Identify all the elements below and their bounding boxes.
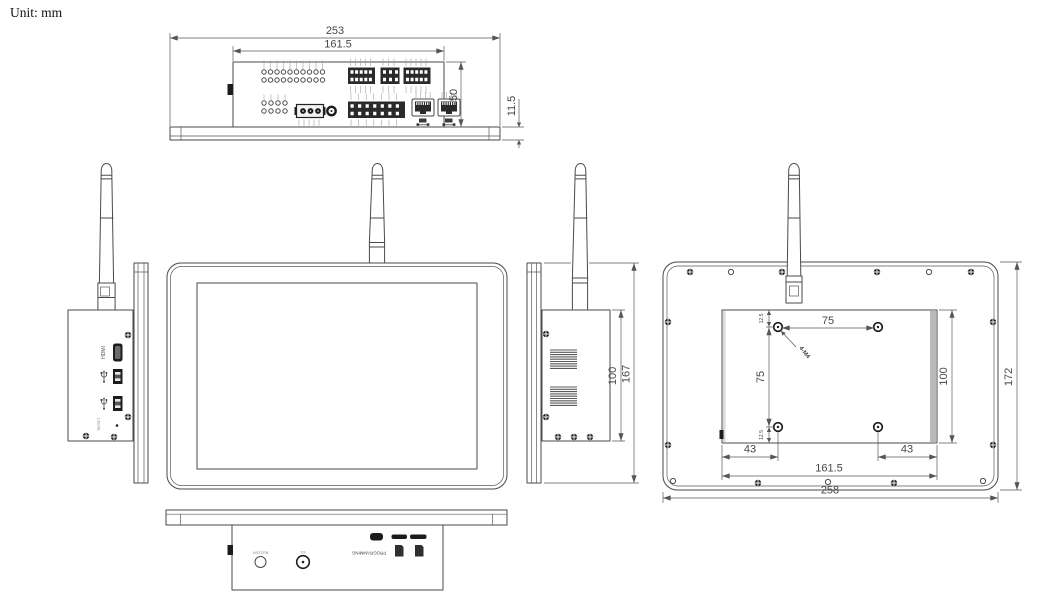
usb-icon: [100, 369, 108, 384]
right-view-dimensions: 100 167: [607, 263, 637, 483]
dim-hole-right-offset: 43: [901, 444, 913, 456]
dim-cutout-height: 100: [938, 367, 950, 385]
dim-cutout-width: 161.5: [815, 463, 843, 475]
right-side-view: 100 167: [526, 163, 639, 484]
reset-hole: [115, 424, 119, 427]
dc-jack: [326, 105, 337, 117]
screw-icon: [542, 330, 550, 338]
dim-body-depth: 50: [448, 89, 460, 101]
front-bezel-inner: [170, 266, 504, 486]
micro-usb-port: [370, 533, 383, 541]
dim-hole-top-offset: 12.5: [759, 313, 765, 323]
vesa-holes: [772, 321, 884, 433]
dim-hole-left-offset: 43: [744, 444, 756, 456]
antenna-rear: [785, 163, 803, 304]
reset-label: RESET: [97, 417, 101, 430]
enclosure-shading-left: [723, 311, 726, 442]
rj45-port-2: [436, 97, 462, 128]
screw-icon: [570, 433, 578, 441]
sma-antenna-connector: [295, 554, 311, 570]
dim-vesa-horizontal: 75: [822, 315, 834, 327]
screw-icon: [82, 432, 90, 440]
bottom-flange: [165, 509, 508, 526]
dim-flange-depth: 11.5: [506, 96, 518, 117]
right-flange-edge: [526, 262, 542, 484]
side-tab: [227, 84, 233, 95]
dim-hole-bottom-offset: 12.5: [759, 430, 765, 440]
rear-enclosure: [721, 309, 938, 444]
dim-overall-height: 167: [621, 365, 633, 383]
power-terminal-block: [294, 103, 326, 119]
display-screen: [196, 282, 478, 470]
rear-panel-inner: [666, 265, 995, 487]
usb-port-1: [113, 369, 123, 384]
dim-rear-overall-height: 172: [1003, 368, 1015, 386]
rear-panel: [662, 261, 999, 491]
rj45-port-1: [410, 97, 436, 128]
antenna-right: [571, 163, 589, 311]
hdmi-port: [113, 343, 123, 362]
screw-icon: [554, 433, 562, 441]
top-view: 253 161.5 50 11.5: [169, 25, 524, 148]
terminal-blocks: [348, 67, 431, 118]
buzzer-label: BUZZER: [253, 551, 268, 555]
top-view-dimensions: 253 161.5 50 11.5: [169, 25, 524, 148]
rear-view: 4-M4 75 12.5 75 12.5 100 43 43 161.5 258: [662, 163, 1022, 503]
left-side-view: HDMI RESET: [67, 163, 149, 484]
screw-icon: [124, 331, 132, 339]
usb-icon: [100, 396, 108, 411]
antenna-left: [97, 163, 116, 311]
front-view: [166, 163, 508, 490]
enclosure-tab: [719, 430, 724, 439]
dim-body-height: 100: [607, 367, 619, 385]
side-tab: [227, 545, 233, 555]
screw-icon: [110, 433, 118, 441]
top-flange: [169, 126, 501, 141]
sim-card-1: [395, 545, 404, 557]
dim-body-width: 161.5: [324, 39, 352, 51]
usb-port-2: [113, 396, 123, 411]
right-body: [541, 309, 611, 442]
left-flange-edge: [133, 262, 149, 484]
buzzer-hole: [254, 556, 267, 568]
dim-vesa-vertical: 75: [755, 371, 767, 383]
unit-label: Unit: mm: [10, 5, 63, 20]
top-flange-detail: [170, 127, 500, 140]
screw-icon: [542, 413, 550, 421]
front-bezel: [166, 262, 508, 490]
vesa-holes-callout: 4-M4: [797, 346, 811, 361]
screw-icon: [586, 433, 594, 441]
screw-icon: [124, 413, 132, 421]
sim-slot-1: [391, 534, 407, 539]
bottom-view: BUZZER 4G PROGRAMMING: [165, 509, 508, 591]
sim-slot-2: [410, 534, 427, 539]
dim-overall-width: 253: [326, 25, 344, 37]
bottom-body: [231, 524, 444, 591]
antenna-front: [368, 163, 386, 264]
pin-label-ticks: [263, 58, 457, 126]
rear-view-dimensions: 75 12.5 75 12.5 100 43 43 161.5 258 172: [662, 261, 1022, 503]
sim-card-2: [415, 545, 424, 557]
vent-grille: [550, 349, 577, 406]
enclosure-shading-right: [930, 311, 936, 442]
antenna-connector-label: 4G: [300, 550, 305, 554]
programming-label: PROGRAMMING: [351, 551, 386, 556]
hdmi-label: HDMI: [101, 346, 107, 359]
dim-rear-overall-width: 258: [821, 485, 839, 497]
